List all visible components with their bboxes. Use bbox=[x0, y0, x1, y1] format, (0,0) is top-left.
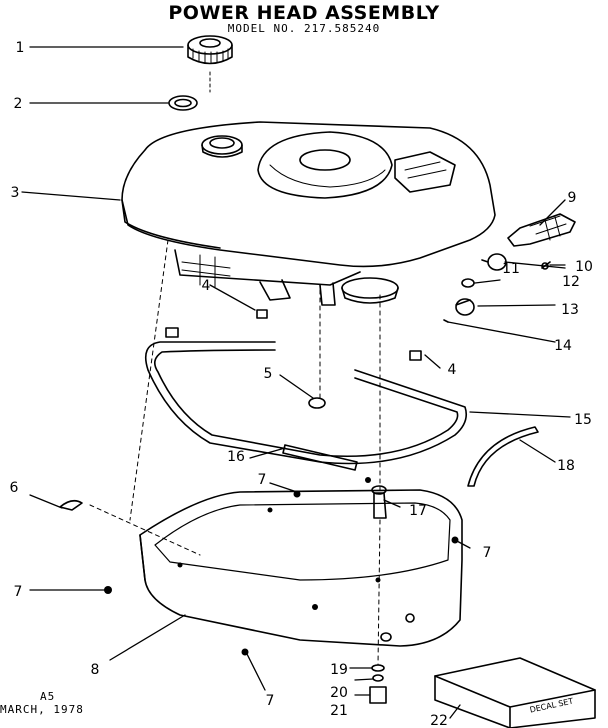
callout-7a: 7 bbox=[258, 472, 267, 488]
callout-16: 16 bbox=[227, 449, 245, 465]
callout-3: 3 bbox=[11, 185, 20, 201]
callout-19: 19 bbox=[330, 662, 348, 678]
footer-code: A5 bbox=[40, 690, 56, 703]
callout-6: 6 bbox=[10, 480, 19, 496]
callout-18: 18 bbox=[557, 458, 575, 474]
washer-part-19 bbox=[371, 664, 385, 672]
callout-21: 21 bbox=[330, 703, 348, 719]
callout-5: 5 bbox=[264, 366, 273, 382]
callout-10: 10 bbox=[575, 259, 593, 275]
hose-part-18 bbox=[467, 426, 539, 487]
knob-part-13 bbox=[455, 298, 475, 316]
nut-part-21 bbox=[369, 686, 387, 704]
callout-9: 9 bbox=[568, 190, 577, 206]
grommet-part-5 bbox=[308, 397, 326, 409]
bottom-pan-part bbox=[139, 489, 463, 647]
pin-part-14 bbox=[443, 319, 449, 323]
callout-4a: 4 bbox=[202, 278, 211, 294]
callout-4b: 4 bbox=[448, 362, 457, 378]
callout-12: 12 bbox=[562, 274, 580, 290]
washer-part-20 bbox=[372, 674, 384, 682]
callout-14: 14 bbox=[554, 338, 572, 354]
callout-17: 17 bbox=[409, 503, 427, 519]
callout-13: 13 bbox=[561, 302, 579, 318]
callout-11: 11 bbox=[502, 261, 520, 277]
callout-1: 1 bbox=[16, 40, 25, 56]
callout-7d: 7 bbox=[266, 693, 275, 709]
top-cover-part bbox=[121, 121, 496, 306]
clip-part-4 bbox=[165, 309, 422, 361]
decal-set-part bbox=[434, 657, 596, 728]
fuel-cap-part bbox=[187, 35, 233, 65]
cap-gasket-part bbox=[168, 95, 198, 111]
seal-part-15 bbox=[144, 341, 468, 465]
washer-part-11 bbox=[461, 278, 475, 288]
callout-22: 22 bbox=[430, 713, 448, 728]
diagram-title: POWER HEAD ASSEMBLY bbox=[168, 2, 440, 24]
callout-7b: 7 bbox=[483, 545, 492, 561]
callout-20: 20 bbox=[330, 685, 348, 701]
throttle-handle-part bbox=[507, 213, 576, 247]
callout-7c: 7 bbox=[14, 584, 23, 600]
callout-2: 2 bbox=[14, 96, 23, 112]
clip-part-6 bbox=[59, 499, 83, 511]
callout-15: 15 bbox=[574, 412, 592, 428]
footer-date: MARCH, 1978 bbox=[0, 703, 84, 716]
rod-part-16 bbox=[282, 444, 358, 471]
model-number: MODEL NO. 217.585240 bbox=[227, 22, 381, 35]
callout-8: 8 bbox=[91, 662, 100, 678]
